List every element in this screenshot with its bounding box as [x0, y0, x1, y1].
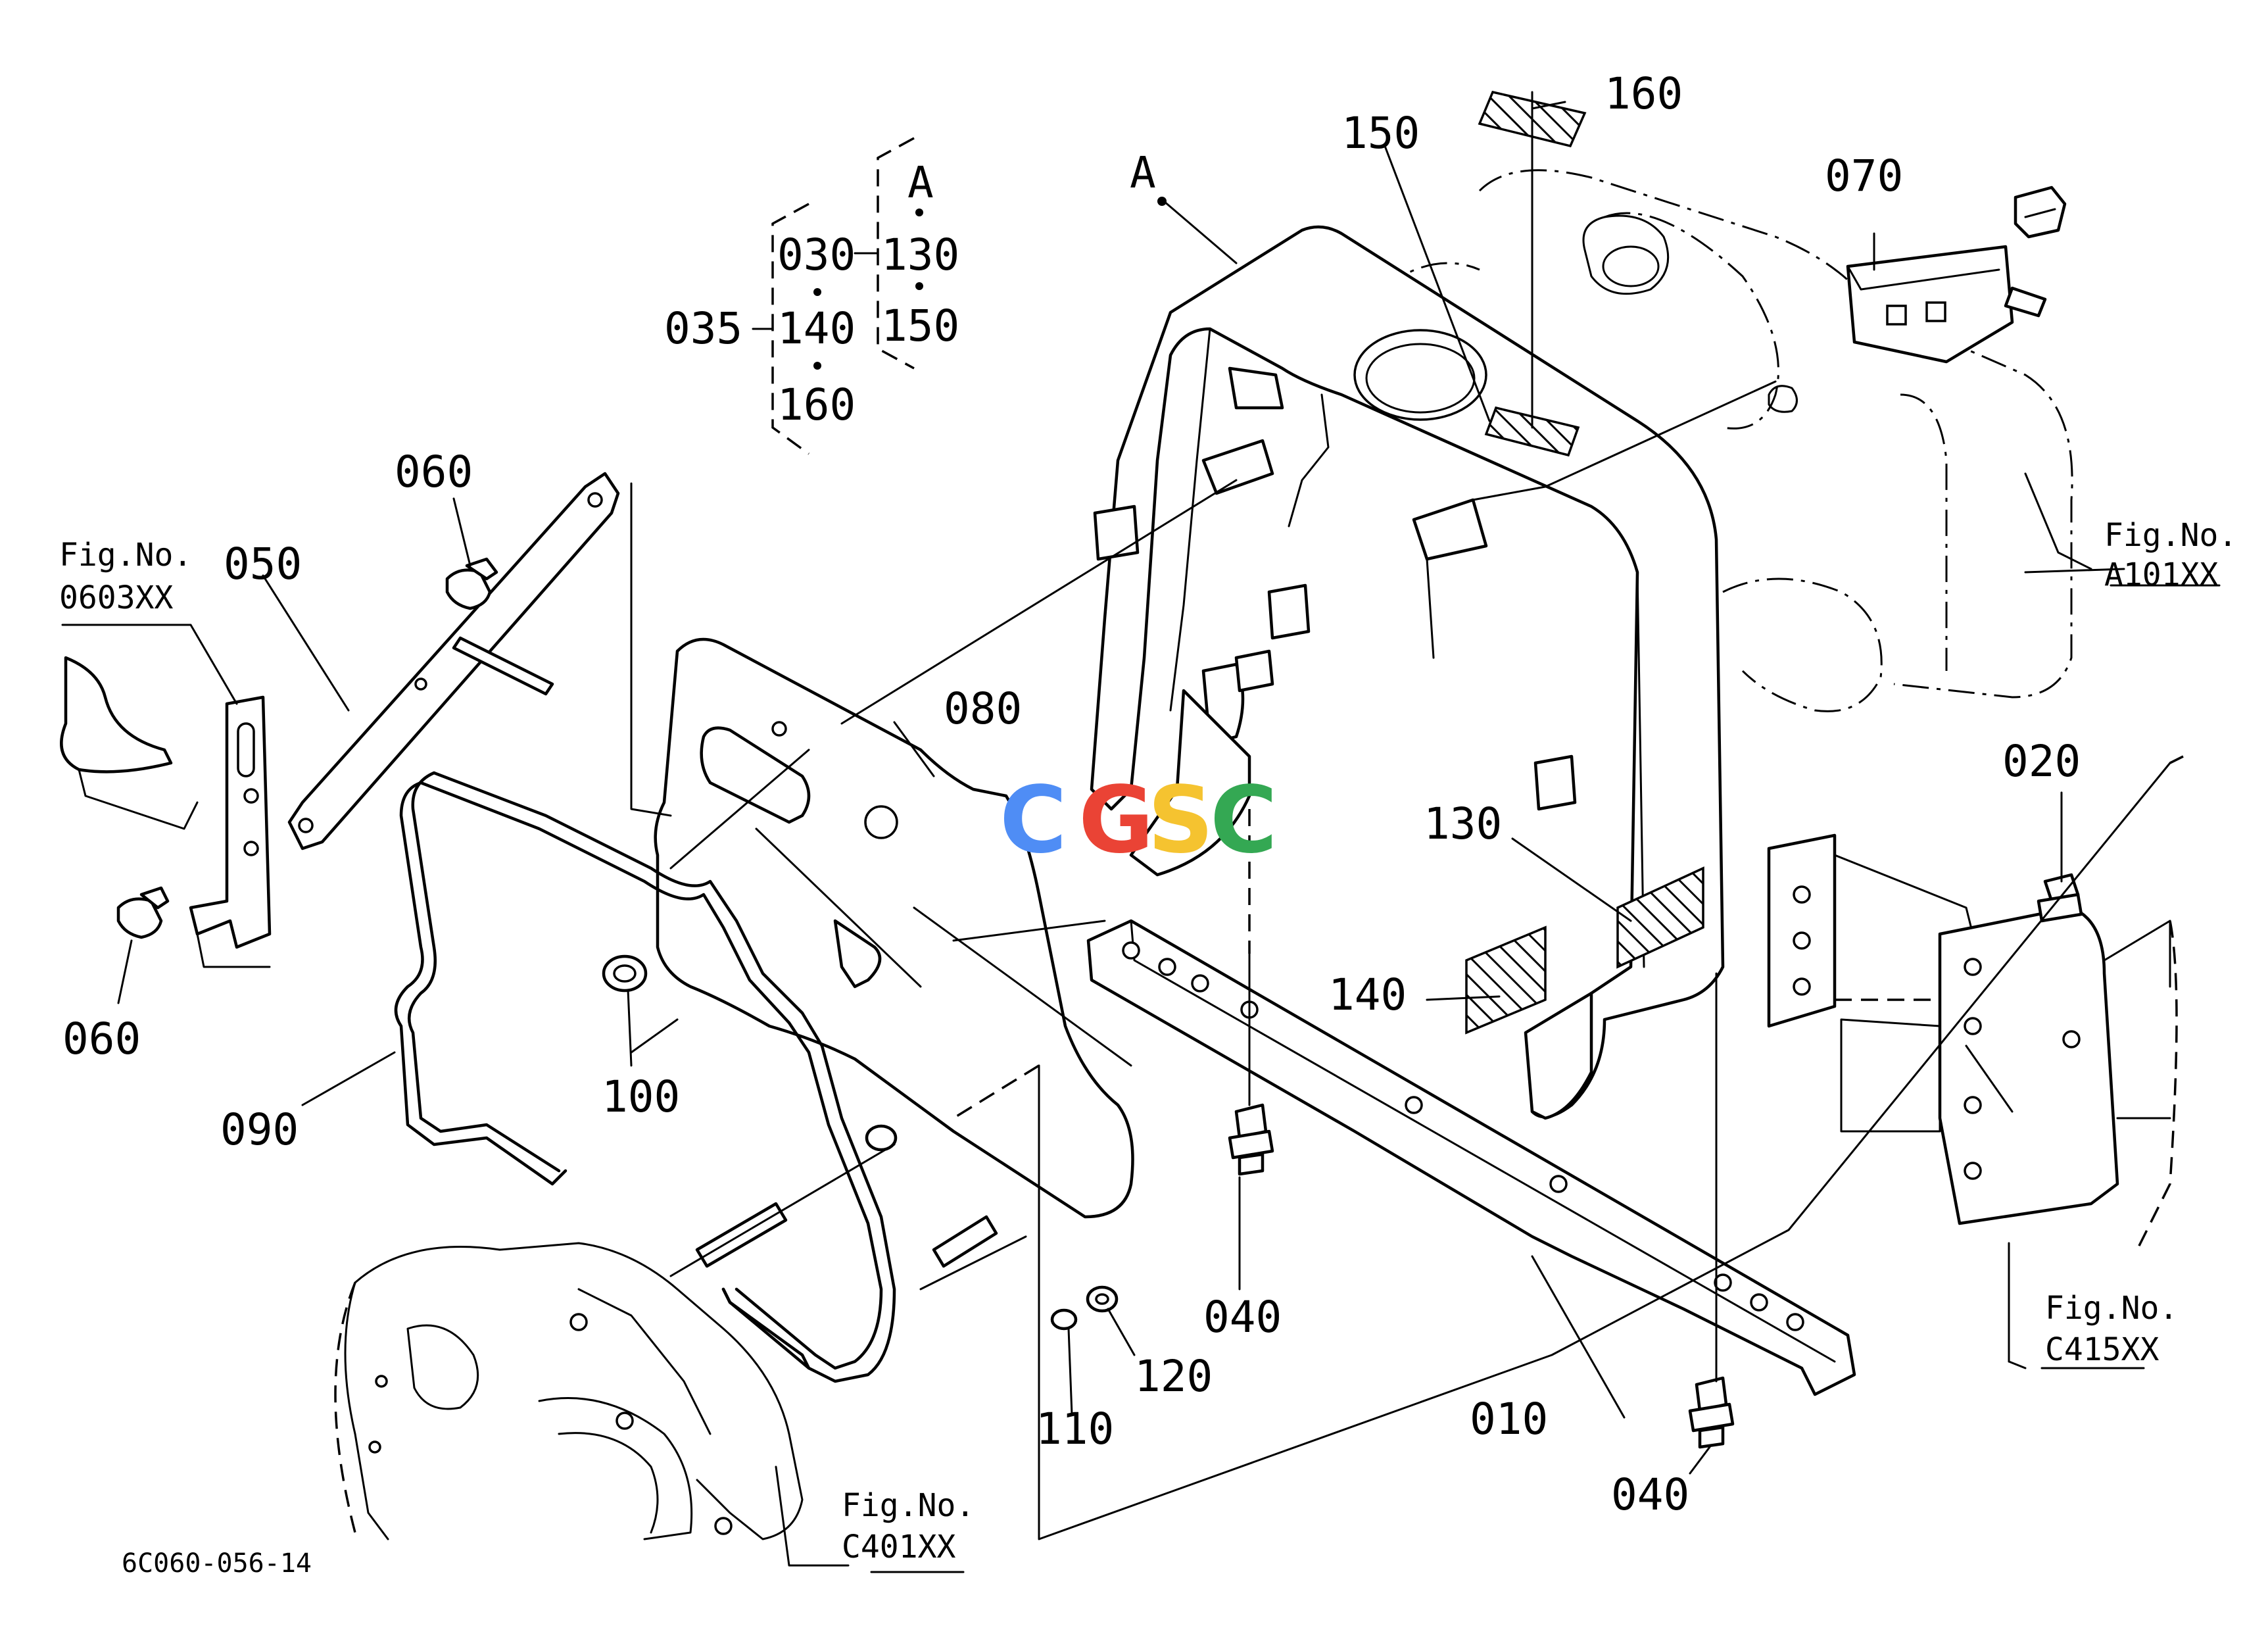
gasket-090 — [394, 771, 896, 1383]
nut-040-center — [1228, 1103, 1274, 1176]
watermark-letter-s: S — [1147, 767, 1214, 874]
bracket-070 — [1846, 185, 2067, 364]
fig-ref-c415-label: Fig.No. — [2045, 1290, 2178, 1327]
watermark-letter-c2: C — [1210, 767, 1278, 874]
label-130-group: 130 — [881, 230, 959, 280]
bolt-060-top — [445, 557, 498, 610]
fig-ref-c401-label: Fig.No. — [842, 1487, 975, 1524]
label-060-top: 060 — [395, 447, 473, 497]
label-080: 080 — [944, 683, 1022, 734]
label-130: 130 — [1424, 799, 1502, 849]
decal-130 — [1616, 866, 1704, 969]
label-160-group: 160 — [777, 380, 856, 430]
watermark-cgsc: C G S C — [1000, 767, 1278, 874]
fig-ref-a101-label: Fig.No. — [2104, 517, 2237, 554]
nut-020 — [2037, 873, 2083, 923]
callout-labels: 160 150 070 A A 030 130 140 150 035 160 … — [62, 68, 2081, 1520]
label-140: 140 — [1328, 970, 1407, 1020]
label-040-right: 040 — [1611, 1469, 1689, 1520]
decal-140 — [1465, 925, 1547, 1035]
figure-references: Fig.No. 0603XX Fig.No. A101XX Fig.No. C4… — [59, 517, 2237, 1565]
drawing-code: 6C060-056-14 — [122, 1548, 312, 1579]
bushing-100 — [602, 954, 648, 993]
stay-050 — [287, 472, 620, 850]
label-150-group: 150 — [881, 301, 959, 351]
center-lines — [630, 91, 2184, 1540]
side-frame-c415 — [1767, 833, 2178, 1250]
label-070: 070 — [1825, 151, 1903, 201]
fig-ref-a101-number: A101XX — [2104, 556, 2218, 593]
bolt-060-bottom — [116, 886, 170, 939]
label-090: 090 — [220, 1104, 299, 1155]
label-030: 030 — [777, 230, 856, 280]
label-150-top: 150 — [1341, 108, 1420, 159]
decal-150 — [1484, 406, 1580, 457]
washer-110 — [1050, 1308, 1078, 1331]
stud-bolts — [695, 1124, 998, 1268]
label-110: 110 — [1036, 1404, 1114, 1454]
watermark-letter-c1: C — [1000, 767, 1067, 874]
label-060-bottom: 060 — [62, 1014, 141, 1064]
label-040-center: 040 — [1203, 1292, 1282, 1342]
label-A-group: A — [907, 157, 934, 208]
label-035: 035 — [664, 303, 742, 354]
frame-beam-010 — [1086, 919, 1856, 1396]
label-120: 120 — [1134, 1351, 1213, 1402]
leader-lines — [61, 101, 2221, 1573]
fig-ref-0603-label: Fig.No. — [59, 537, 192, 574]
transmission-housing-c401 — [334, 1242, 804, 1540]
plate-080 — [654, 637, 1134, 1219]
washer-120 — [1086, 1285, 1119, 1313]
label-140-group: 140 — [777, 303, 856, 354]
fig-ref-0603-number: 0603XX — [59, 579, 173, 616]
nut-040-right — [1688, 1376, 1735, 1449]
bracket-0603 — [60, 656, 272, 968]
watermark-letter-g: G — [1078, 767, 1154, 874]
set-brackets — [752, 137, 1167, 455]
label-100: 100 — [602, 1071, 680, 1122]
label-020: 020 — [2002, 736, 2081, 787]
fig-ref-c415-number: C415XX — [2045, 1331, 2159, 1368]
label-050: 050 — [224, 539, 302, 589]
label-160-top: 160 — [1604, 68, 1683, 119]
label-010: 010 — [1470, 1394, 1548, 1444]
fig-ref-c401-number: C401XX — [842, 1529, 955, 1565]
label-A-hood: A — [1130, 147, 1156, 198]
